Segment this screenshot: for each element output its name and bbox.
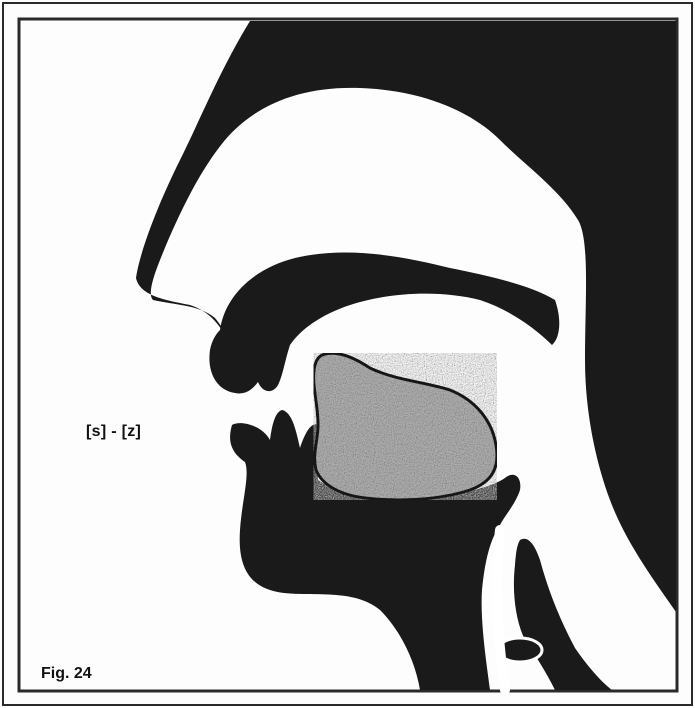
figure-caption: Fig. 24 bbox=[41, 665, 92, 683]
throat-column bbox=[514, 539, 612, 690]
airway-gap bbox=[497, 530, 505, 690]
sound-label: [s] - [z] bbox=[86, 423, 141, 441]
tongue bbox=[314, 353, 497, 500]
